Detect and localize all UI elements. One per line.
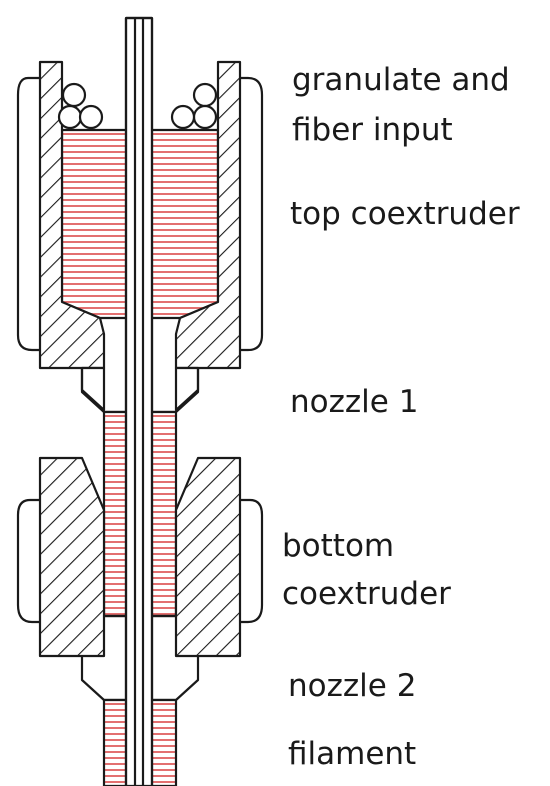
granulate-balls (57, 82, 218, 130)
label-bottom-line2: coextruder (282, 576, 451, 612)
label-nozzle-2: nozzle 2 (288, 668, 417, 704)
bottom-left-heater (16, 498, 40, 624)
bottom-right-heater (238, 498, 264, 624)
top-right-wall (174, 60, 242, 370)
label-nozzle-1: nozzle 1 (290, 384, 419, 420)
bottom-right-wall (174, 456, 242, 658)
top-left-heater (16, 76, 40, 352)
top-right-heater (238, 76, 264, 352)
top-left-wall (38, 60, 106, 370)
label-input-line2: fiber input (292, 112, 453, 148)
fiber-core (124, 16, 154, 786)
label-input-line1: granulate and (292, 62, 510, 98)
label-bottom-line1: bottom (282, 528, 395, 564)
label-top-coextruder: top coextruder (290, 196, 520, 232)
label-filament: filament (288, 736, 417, 772)
bottom-left-wall (38, 456, 106, 658)
